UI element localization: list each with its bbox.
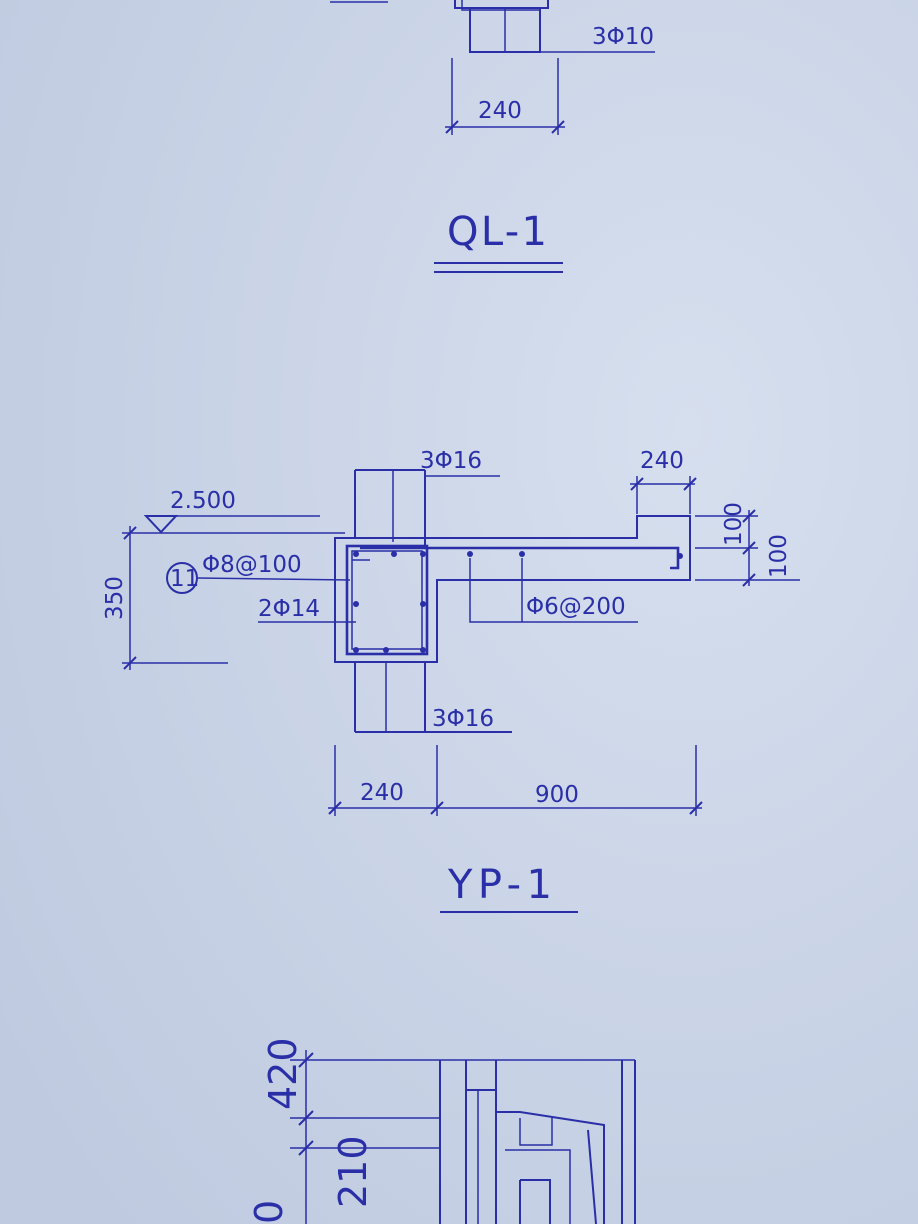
yp1-end-depth-tick-bottom	[742, 573, 756, 587]
yp1-title: YP-1	[447, 862, 552, 908]
yp1-bar-side-right	[420, 601, 426, 607]
yp1-bottom-tick-right	[689, 801, 703, 815]
yp1-bar-top-mid	[391, 551, 397, 557]
yp1-end-depth-tick-mid	[742, 541, 756, 555]
ql1-beam-top-outline	[454, 0, 549, 9]
lower-dim-middle: 210	[331, 1135, 375, 1208]
yp1-bar-bottom-mid	[383, 647, 389, 653]
yp1-beam-width-dim: 240	[360, 780, 404, 806]
yp1-slab-bar-2	[519, 551, 525, 557]
lower-opening	[519, 1179, 551, 1224]
yp1-bar-side-left	[353, 601, 359, 607]
yp1-bottom-tick-left	[328, 801, 342, 815]
lower-slab-outline	[496, 1111, 605, 1224]
yp1-beam-slab-outline	[334, 515, 691, 663]
lower-tick-lower	[298, 1140, 314, 1156]
yp1-cantilever-dim: 900	[535, 782, 579, 808]
yp1-wall-above	[354, 469, 426, 548]
lower-tick-mid	[298, 1110, 314, 1126]
yp1-end-width-tick-right	[683, 477, 697, 491]
lower-dim-partial: 0	[247, 1200, 291, 1224]
yp1-stirrup-label: Φ8@100	[202, 552, 302, 578]
yp1-height-dim: 350	[102, 576, 128, 620]
yp1-top-rebar-label: 3Φ16	[420, 448, 482, 474]
ql1-section: 3Φ10 240 QL-1	[330, 0, 655, 273]
yp1-detail-marker: 11	[170, 566, 199, 592]
ql1-top-rebar-label: 3Φ10	[592, 24, 654, 50]
yp1-section: 2.500 350 3Φ16 Φ6@200	[102, 448, 800, 913]
ql1-dim-tick-right	[551, 120, 565, 134]
yp1-slab-rebar-leader	[469, 558, 638, 623]
yp1-side-rebar-label: 2Φ14	[258, 596, 320, 622]
yp1-bar-top-left	[353, 551, 359, 557]
lower-tick-top	[298, 1052, 314, 1068]
lower-dim-top: 420	[261, 1037, 305, 1110]
yp1-height-tick-bottom	[123, 656, 137, 670]
yp1-stirrup	[345, 544, 429, 656]
yp1-wall-below	[354, 662, 512, 733]
yp1-slab-bar-1	[467, 551, 473, 557]
yp1-bottom-rebar-label: 3Φ16	[432, 706, 494, 732]
lower-detail-section: 420 210 0	[247, 1037, 636, 1224]
lower-frame-outline	[439, 1060, 636, 1224]
yp1-end-width-tick-left	[630, 477, 644, 491]
yp1-bar-bottom-left	[353, 647, 359, 653]
ql1-title: QL-1	[447, 209, 547, 255]
yp1-slab-rebar-label: Φ6@200	[526, 594, 626, 620]
ql1-dim-tick-left	[445, 120, 459, 134]
lower-slab-edge	[587, 1129, 597, 1224]
yp1-elevation: 2.500	[170, 488, 236, 514]
yp1-end-depth-bottom-dim: 100	[766, 534, 792, 578]
yp1-end-width-dim: 240	[640, 448, 684, 474]
lower-beam-notch	[465, 1060, 497, 1091]
yp1-elevation-triangle	[143, 515, 179, 534]
yp1-end-depth-tick-top	[742, 509, 756, 523]
yp1-bottom-tick-mid	[430, 801, 444, 815]
yp1-bar-top-right	[420, 551, 426, 557]
yp1-stirrup-leader	[196, 577, 351, 581]
yp1-end-depth-top-dim: 100	[721, 502, 747, 546]
lower-slab-inner	[505, 1118, 571, 1224]
ql1-stirrup	[461, 0, 540, 11]
yp1-bar-bottom-right	[420, 647, 426, 653]
ql1-width-dim: 240	[478, 98, 522, 124]
yp1-slab-bar-end	[677, 553, 683, 559]
yp1-height-tick-top	[123, 526, 137, 540]
